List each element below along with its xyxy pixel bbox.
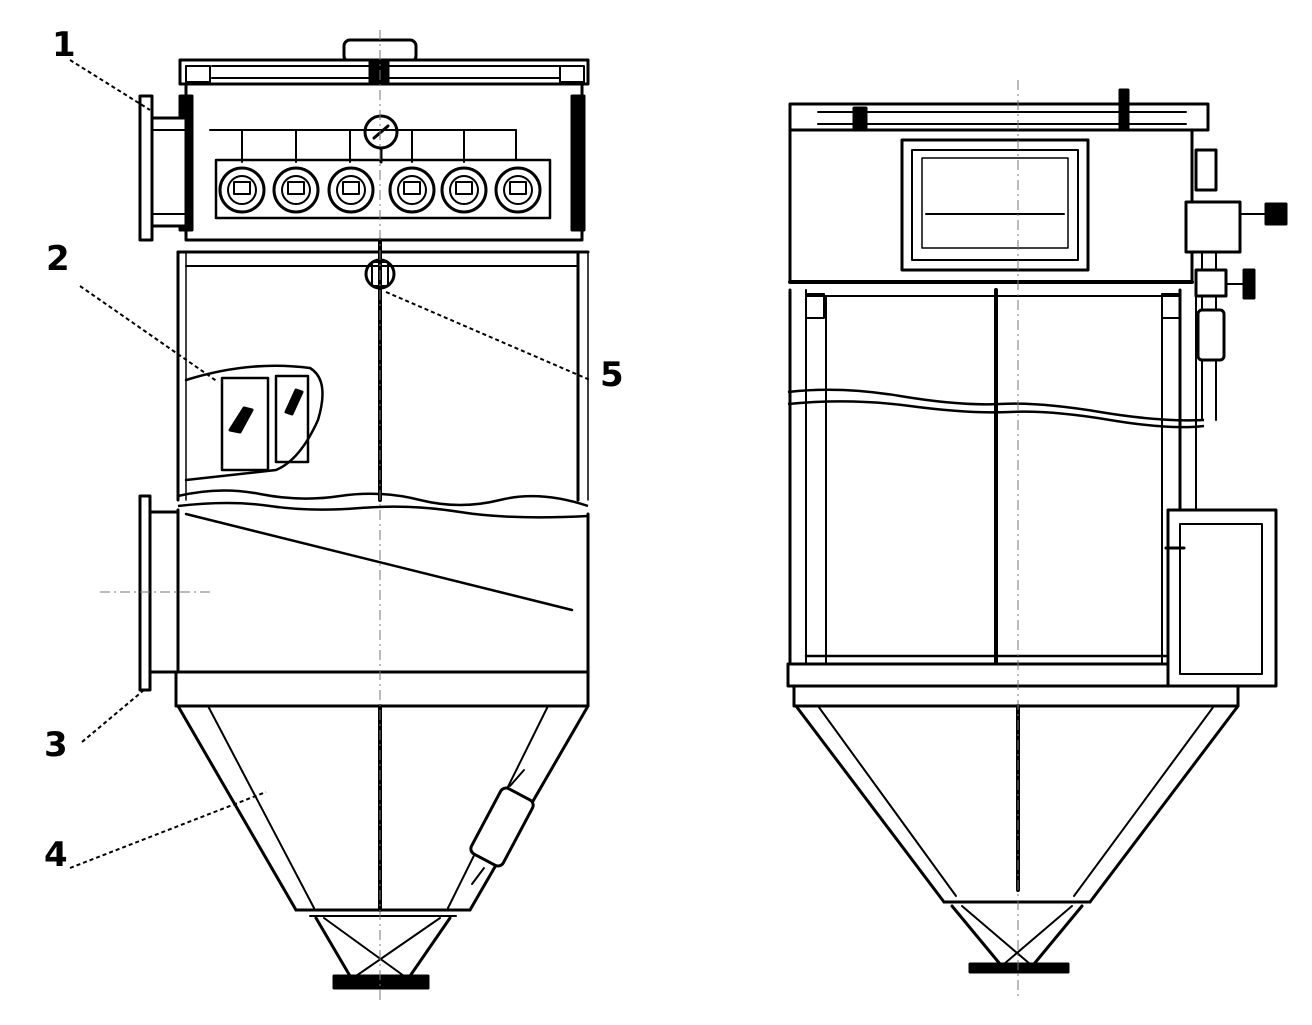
callouts: 1 2 3 4 5 xyxy=(44,25,624,875)
pulse-valve xyxy=(272,166,320,214)
pulse-valve xyxy=(327,166,375,214)
pulse-valve xyxy=(218,166,266,214)
pulse-valve xyxy=(440,166,488,214)
pulse-valve-chamber xyxy=(178,82,586,242)
leader-3 xyxy=(81,689,145,743)
leader-5 xyxy=(385,291,591,381)
side-pipework xyxy=(1184,148,1288,421)
label-2: 2 xyxy=(46,239,70,279)
outlet-flange xyxy=(138,94,188,242)
side-upper-housing xyxy=(788,128,1194,284)
filter-chamber xyxy=(176,238,590,502)
break-line xyxy=(177,501,589,519)
pulse-valve xyxy=(494,166,542,214)
hopper xyxy=(176,704,590,990)
break-line xyxy=(177,489,589,508)
side-break-line xyxy=(787,400,1205,429)
leader-4 xyxy=(69,791,267,869)
label-3: 3 xyxy=(44,725,68,765)
label-1: 1 xyxy=(52,25,76,65)
leader-1 xyxy=(69,59,151,111)
inlet-chamber xyxy=(138,494,590,708)
front-view: 1 2 3 4 5 xyxy=(44,25,624,1000)
side-hopper xyxy=(794,704,1240,974)
label-4: 4 xyxy=(44,835,68,875)
leader-2 xyxy=(79,285,219,383)
label-5: 5 xyxy=(600,355,624,395)
pulse-valve xyxy=(388,166,436,214)
side-access-door xyxy=(1164,508,1278,688)
side-filter-chamber xyxy=(786,288,1242,708)
side-break-line xyxy=(787,388,1205,422)
side-view xyxy=(786,80,1288,1000)
pulse-valves xyxy=(218,166,542,214)
side-top-cover xyxy=(788,88,1210,143)
